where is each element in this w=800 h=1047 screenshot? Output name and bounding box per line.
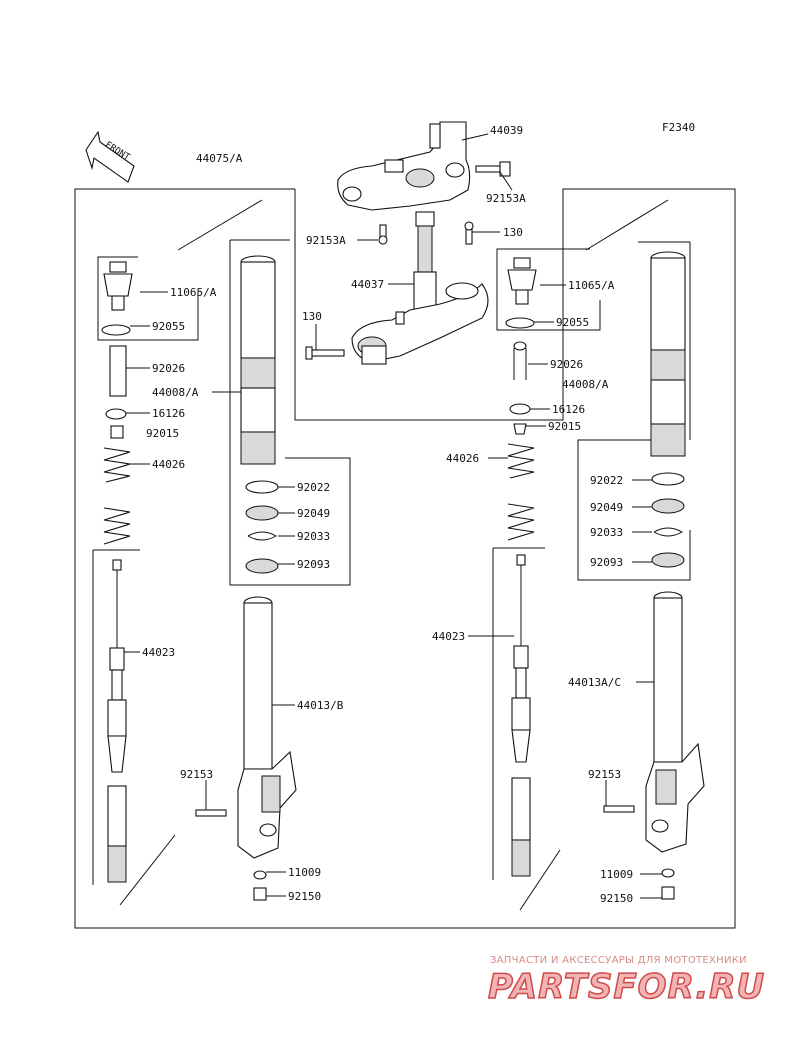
label-92153A-top: 92153A	[486, 192, 526, 205]
label-44037: 44037	[351, 278, 384, 291]
label-16126-left: 16126	[152, 407, 185, 420]
label-92022-left: 92022	[297, 481, 330, 494]
steering-stem	[351, 211, 489, 365]
label-11065A-right: 11065/A	[568, 279, 615, 292]
label-16126-right: 16126	[552, 403, 585, 416]
label-92150-right: 92150	[600, 892, 633, 905]
left-fork	[101, 255, 297, 901]
label-92049-right: 92049	[590, 501, 623, 514]
label-92015-left: 92015	[146, 427, 179, 440]
label-44008A-right: 44008/A	[562, 378, 609, 391]
label-92153A-left: 92153A	[306, 234, 346, 247]
label-92093-left: 92093	[297, 558, 330, 571]
label-44026-left: 44026	[152, 458, 185, 471]
label-92026-right: 92026	[550, 358, 583, 371]
label-92055-right: 92055	[556, 316, 589, 329]
label-92033-right: 92033	[590, 526, 623, 539]
watermark-brand: PARTSFOR.RU	[488, 967, 765, 1007]
label-92033-left: 92033	[297, 530, 330, 543]
label-11009-left: 11009	[288, 866, 321, 879]
right-fork	[505, 251, 705, 900]
label-44013AC: 44013A/C	[568, 676, 621, 689]
label-44013B: 44013/B	[297, 699, 344, 712]
front-arrow: FRONT	[85, 130, 135, 183]
label-92153-left: 92153	[180, 768, 213, 781]
bolt-92153A-top	[475, 161, 511, 177]
label-92022-right: 92022	[590, 474, 623, 487]
bolt-92153A-left	[378, 224, 388, 245]
label-11065A-left: 11065/A	[170, 286, 217, 299]
label-92153-right: 92153	[588, 768, 621, 781]
label-92049-left: 92049	[297, 507, 330, 520]
label-44023-right: 44023	[432, 630, 465, 643]
bolt-130-right	[464, 221, 474, 245]
leader-lines	[124, 133, 662, 899]
label-130-right: 130	[503, 226, 523, 239]
label-44026-right: 44026	[446, 452, 479, 465]
label-11009-right: 11009	[600, 868, 633, 881]
label-44075A: 44075/A	[196, 152, 243, 165]
label-92055-left: 92055	[152, 320, 185, 333]
label-44023-left: 44023	[142, 646, 175, 659]
label-92093-right: 92093	[590, 556, 623, 569]
part-labels: 44075/A 44039 92153A 92153A 130 44037 13…	[142, 124, 633, 905]
label-44008A-left: 44008/A	[152, 386, 199, 399]
watermark: ЗАПЧАСТИ И АКСЕССУАРЫ ДЛЯ МОТОТЕХНИКИ PA…	[487, 955, 765, 1008]
label-92015-right: 92015	[548, 420, 581, 433]
figure-code: F2340	[662, 121, 695, 134]
label-130-left: 130	[302, 310, 322, 323]
bolt-130-left	[305, 346, 345, 360]
label-92150-left: 92150	[288, 890, 321, 903]
upper-triple-clamp	[337, 121, 471, 211]
label-92026-left: 92026	[152, 362, 185, 375]
watermark-tagline: ЗАПЧАСТИ И АКСЕССУАРЫ ДЛЯ МОТОТЕХНИКИ	[490, 955, 747, 966]
label-44039: 44039	[490, 124, 523, 137]
frame-lines	[74, 188, 736, 929]
